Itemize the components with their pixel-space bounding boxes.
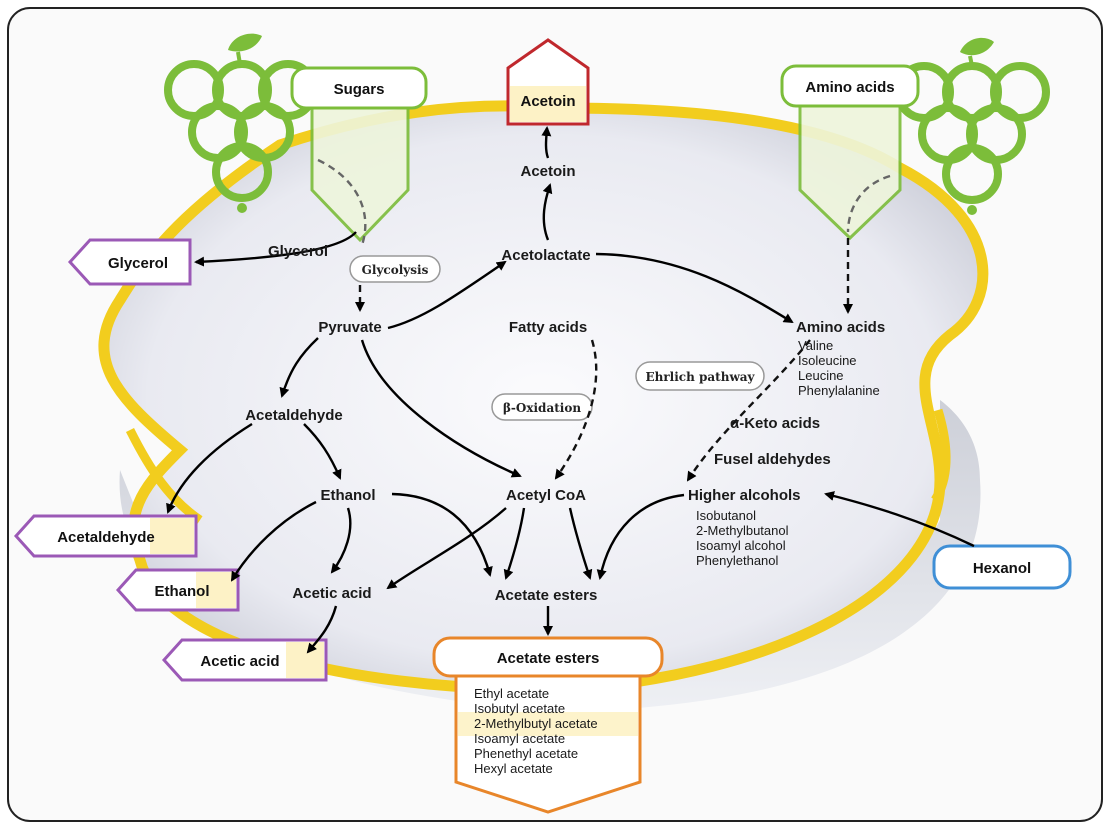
arrow-pyruvate-acetylcoa — [360, 339, 522, 478]
membrane-sliver-right — [931, 408, 951, 503]
acetic-acid-output-label: Acetic acid — [200, 653, 279, 670]
pathway-arrows — [166, 126, 975, 654]
hexanol-label: Hexanol — [973, 560, 1031, 577]
acetaldehyde-output-label: Acetaldehyde — [57, 529, 155, 546]
membrane-sliver-left — [125, 427, 203, 524]
ester-item-1: Ethyl acetate — [474, 686, 549, 701]
amino-acids-input: Amino acids — [780, 64, 920, 241]
node-alpha-keto-acids: α-Keto acids — [730, 415, 820, 432]
node-acetoin: Acetoin — [520, 163, 575, 180]
glycolysis-pill: Glycolysis — [349, 255, 441, 283]
amino-acid-item-2: Isoleucine — [798, 353, 857, 368]
ester-item-2: Isobutyl acetate — [474, 701, 565, 716]
glycerol-output: Glycerol — [67, 238, 192, 286]
arrow-acetylcoa-acetic-acid — [386, 507, 507, 590]
ester-item-4: Isoamyl acetate — [474, 731, 565, 746]
node-fusel-aldehydes: Fusel aldehydes — [714, 451, 831, 468]
amino-acids-input-label: Amino acids — [805, 79, 894, 96]
node-higher-alcohols: Higher alcohols — [688, 487, 801, 504]
arrow-pyruvate-acetolactate — [387, 260, 507, 330]
arrow-higher-alcohols-esters — [596, 493, 685, 580]
arrow-fatty-acids-acetylcoa — [554, 339, 598, 480]
sugars-label: Sugars — [334, 81, 385, 98]
arrow-to-ethanol-output — [230, 500, 317, 582]
arrow-acetolactate-acetoin — [542, 183, 553, 241]
hexanol-input: Hexanol — [932, 544, 1072, 590]
ethanol-output-label: Ethanol — [155, 583, 210, 600]
glycolysis-label: Glycolysis — [362, 263, 429, 277]
node-acetaldehyde: Acetaldehyde — [245, 407, 343, 424]
arrow-ethanol-acetate-esters — [391, 492, 493, 577]
node-acetate-esters: Acetate esters — [495, 587, 598, 604]
acetate-esters-output: Acetate esters Ethyl acetate Isobutyl ac… — [432, 636, 664, 814]
node-acetic-acid: Acetic acid — [292, 585, 371, 602]
node-acetyl-coa: Acetyl CoA — [506, 487, 586, 504]
higher-alcohol-item-4: Phenylethanol — [696, 553, 779, 568]
arrow-hexanol-higher-alcohols — [824, 491, 975, 548]
arrow-pyruvate-acetaldehyde — [279, 337, 319, 398]
node-glycerol: Glycerol — [268, 243, 328, 260]
beta-oxidation-pill: β-Oxidation — [491, 393, 593, 421]
beta-oxidation-label: β-Oxidation — [503, 401, 581, 415]
ester-item-5: Phenethyl acetate — [474, 746, 578, 761]
arrow-sugars-glycolysis — [317, 158, 367, 246]
arrow-acetylcoa-esters-2 — [568, 507, 593, 580]
arrow-acetolactate-amino-acids — [595, 252, 794, 324]
node-pyruvate: Pyruvate — [318, 319, 381, 336]
ethanol-output: Ethanol — [115, 568, 240, 612]
acetic-acid-output: Acetic acid — [161, 638, 328, 682]
arrow-acetaldehyde-ethanol — [303, 423, 342, 480]
acetate-esters-output-label: Acetate esters — [497, 650, 600, 667]
node-ethanol: Ethanol — [321, 487, 376, 504]
arrow-acetylcoa-esters-1 — [503, 507, 526, 580]
node-acetolactate: Acetolactate — [501, 247, 590, 264]
ester-item-6: Hexyl acetate — [474, 761, 553, 776]
arrow-acetoin-output — [541, 126, 552, 159]
amino-acid-item-4: Phenylalanine — [798, 383, 880, 398]
arrow-to-glycerol — [194, 231, 357, 267]
higher-alcohol-item-1: Isobutanol — [696, 508, 756, 523]
sugars-input: Sugars — [290, 66, 428, 243]
glycerol-output-label: Glycerol — [108, 255, 168, 272]
amino-acid-item-1: Valine — [798, 338, 833, 353]
node-amino-acids: Amino acids — [796, 319, 885, 336]
arrow-amino-input-curve — [846, 174, 891, 233]
arrow-to-acetaldehyde-output — [166, 422, 253, 514]
acetaldehyde-output: Acetaldehyde — [13, 514, 198, 558]
node-fatty-acids: Fatty acids — [509, 319, 587, 336]
ehrlich-pill: Ehrlich pathway — [635, 361, 765, 391]
higher-alcohol-item-3: Isoamyl alcohol — [696, 538, 786, 553]
amino-acid-item-3: Leucine — [798, 368, 844, 383]
arrow-ethanol-acetic-acid — [330, 507, 352, 574]
arrow-to-acetic-acid-output — [306, 605, 338, 654]
ester-item-3: 2-Methylbutyl acetate — [474, 716, 598, 731]
higher-alcohol-item-2: 2-Methylbutanol — [696, 523, 789, 538]
acetoin-output-label: Acetoin — [520, 93, 575, 110]
ehrlich-label: Ehrlich pathway — [645, 370, 755, 384]
acetoin-output: Acetoin — [506, 38, 590, 126]
